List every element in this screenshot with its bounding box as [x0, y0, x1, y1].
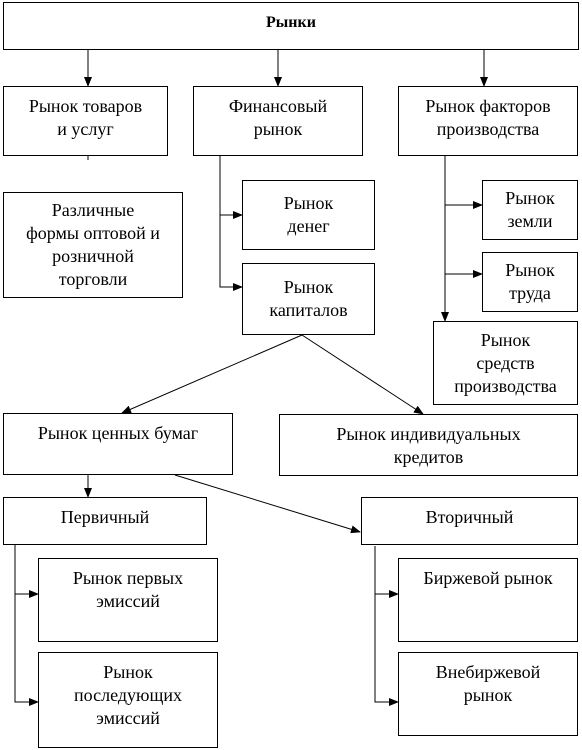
node-label-line: средств: [476, 352, 535, 373]
node-label-line: Первичный: [60, 507, 150, 527]
node-label-line: рынок: [463, 685, 513, 705]
node-label-line: рынок: [253, 119, 303, 139]
node-label-line: Биржевой рынок: [423, 568, 553, 588]
node-label-line: производства: [436, 119, 540, 139]
node-label-line: эмиссий: [96, 591, 160, 611]
node-label-line: производства: [454, 375, 557, 396]
node-primary-market: Первичный: [3, 497, 207, 545]
node-label-line: Рынок факторов: [425, 96, 551, 116]
node-money-market: Рынок денег: [242, 180, 375, 250]
arrow-primary-to-first-issues: [14, 545, 39, 598]
node-individual-credits-market: Рынок индивидуальных кредитов: [279, 414, 578, 476]
node-label-line: Финансовый: [228, 96, 328, 116]
arrow-factors-to-land: [444, 156, 483, 209]
node-label-line: розничной: [52, 246, 134, 266]
node-land-market: Рынок земли: [482, 180, 578, 240]
node-label-line: Рынок индивидуальных: [336, 424, 521, 444]
node-securities-market: Рынок ценных бумаг: [3, 413, 233, 475]
arrow-primary-to-later-issues: [14, 594, 39, 706]
node-trade-forms: Различные формы оптовой и розничной торговл…: [3, 192, 183, 298]
node-label-line: и услуг: [57, 119, 114, 139]
arrow-financial-to-money: [219, 156, 243, 219]
node-label-line: труда: [509, 283, 551, 303]
node-otc-market: Внебиржевой рынок: [398, 652, 578, 736]
arrow-securities-to-secondary: [174, 474, 361, 534]
node-label-line: Рынок первых: [72, 568, 184, 588]
arrow-factors-to-labor: [444, 205, 483, 278]
node-label-line: капиталов: [269, 300, 348, 320]
node-label-line: эмиссий: [96, 708, 160, 728]
node-label-line: Внебиржевой: [435, 662, 541, 682]
node-factors-market: Рынок факторов производства: [398, 86, 578, 156]
arrow-secondary-to-exchange: [374, 546, 399, 598]
node-label-line: Различные: [51, 200, 135, 220]
node-later-issues-market: Рынок последующих эмиссий: [38, 652, 218, 748]
arrow-secondary-to-otc: [374, 594, 399, 706]
node-label-line: формы оптовой и: [26, 223, 160, 243]
node-label-line: торговли: [58, 269, 128, 289]
node-goods-market: Рынок товаров и услуг: [3, 86, 168, 156]
node-markets: Рынки: [3, 2, 579, 50]
node-labor-market: Рынок труда: [482, 252, 578, 312]
node-label-line: Рынок: [283, 277, 334, 297]
node-financial-market: Финансовый рынок: [193, 86, 363, 156]
node-label-line: Рынок: [103, 662, 153, 682]
node-label-line: последующих: [74, 685, 182, 705]
node-capital-market: Рынок капиталов: [242, 263, 375, 335]
node-first-issues-market: Рынок первых эмиссий: [38, 558, 218, 642]
node-label-line: земли: [507, 211, 553, 231]
node-label-line: Рынок ценных бумаг: [37, 423, 199, 443]
arrow-capital-to-securities: [121, 334, 303, 414]
node-secondary-market: Вторичный: [361, 497, 578, 545]
node-label-line: Рынок: [283, 193, 334, 213]
node-exchange-market: Биржевой рынок: [398, 558, 578, 642]
node-label-line: Рынок товаров: [28, 96, 143, 116]
arrow-capital-to-credits: [301, 334, 424, 415]
node-label-line: денег: [287, 216, 330, 236]
node-label-line: Рынки: [266, 13, 316, 31]
arrow-financial-to-capital: [219, 215, 243, 291]
node-label-line: Рынок: [505, 260, 555, 280]
node-label-line: Рынок: [505, 188, 555, 208]
node-label-line: Рынок: [480, 329, 531, 350]
node-label-line: Вторичный: [425, 507, 514, 527]
node-label-line: кредитов: [393, 447, 464, 467]
